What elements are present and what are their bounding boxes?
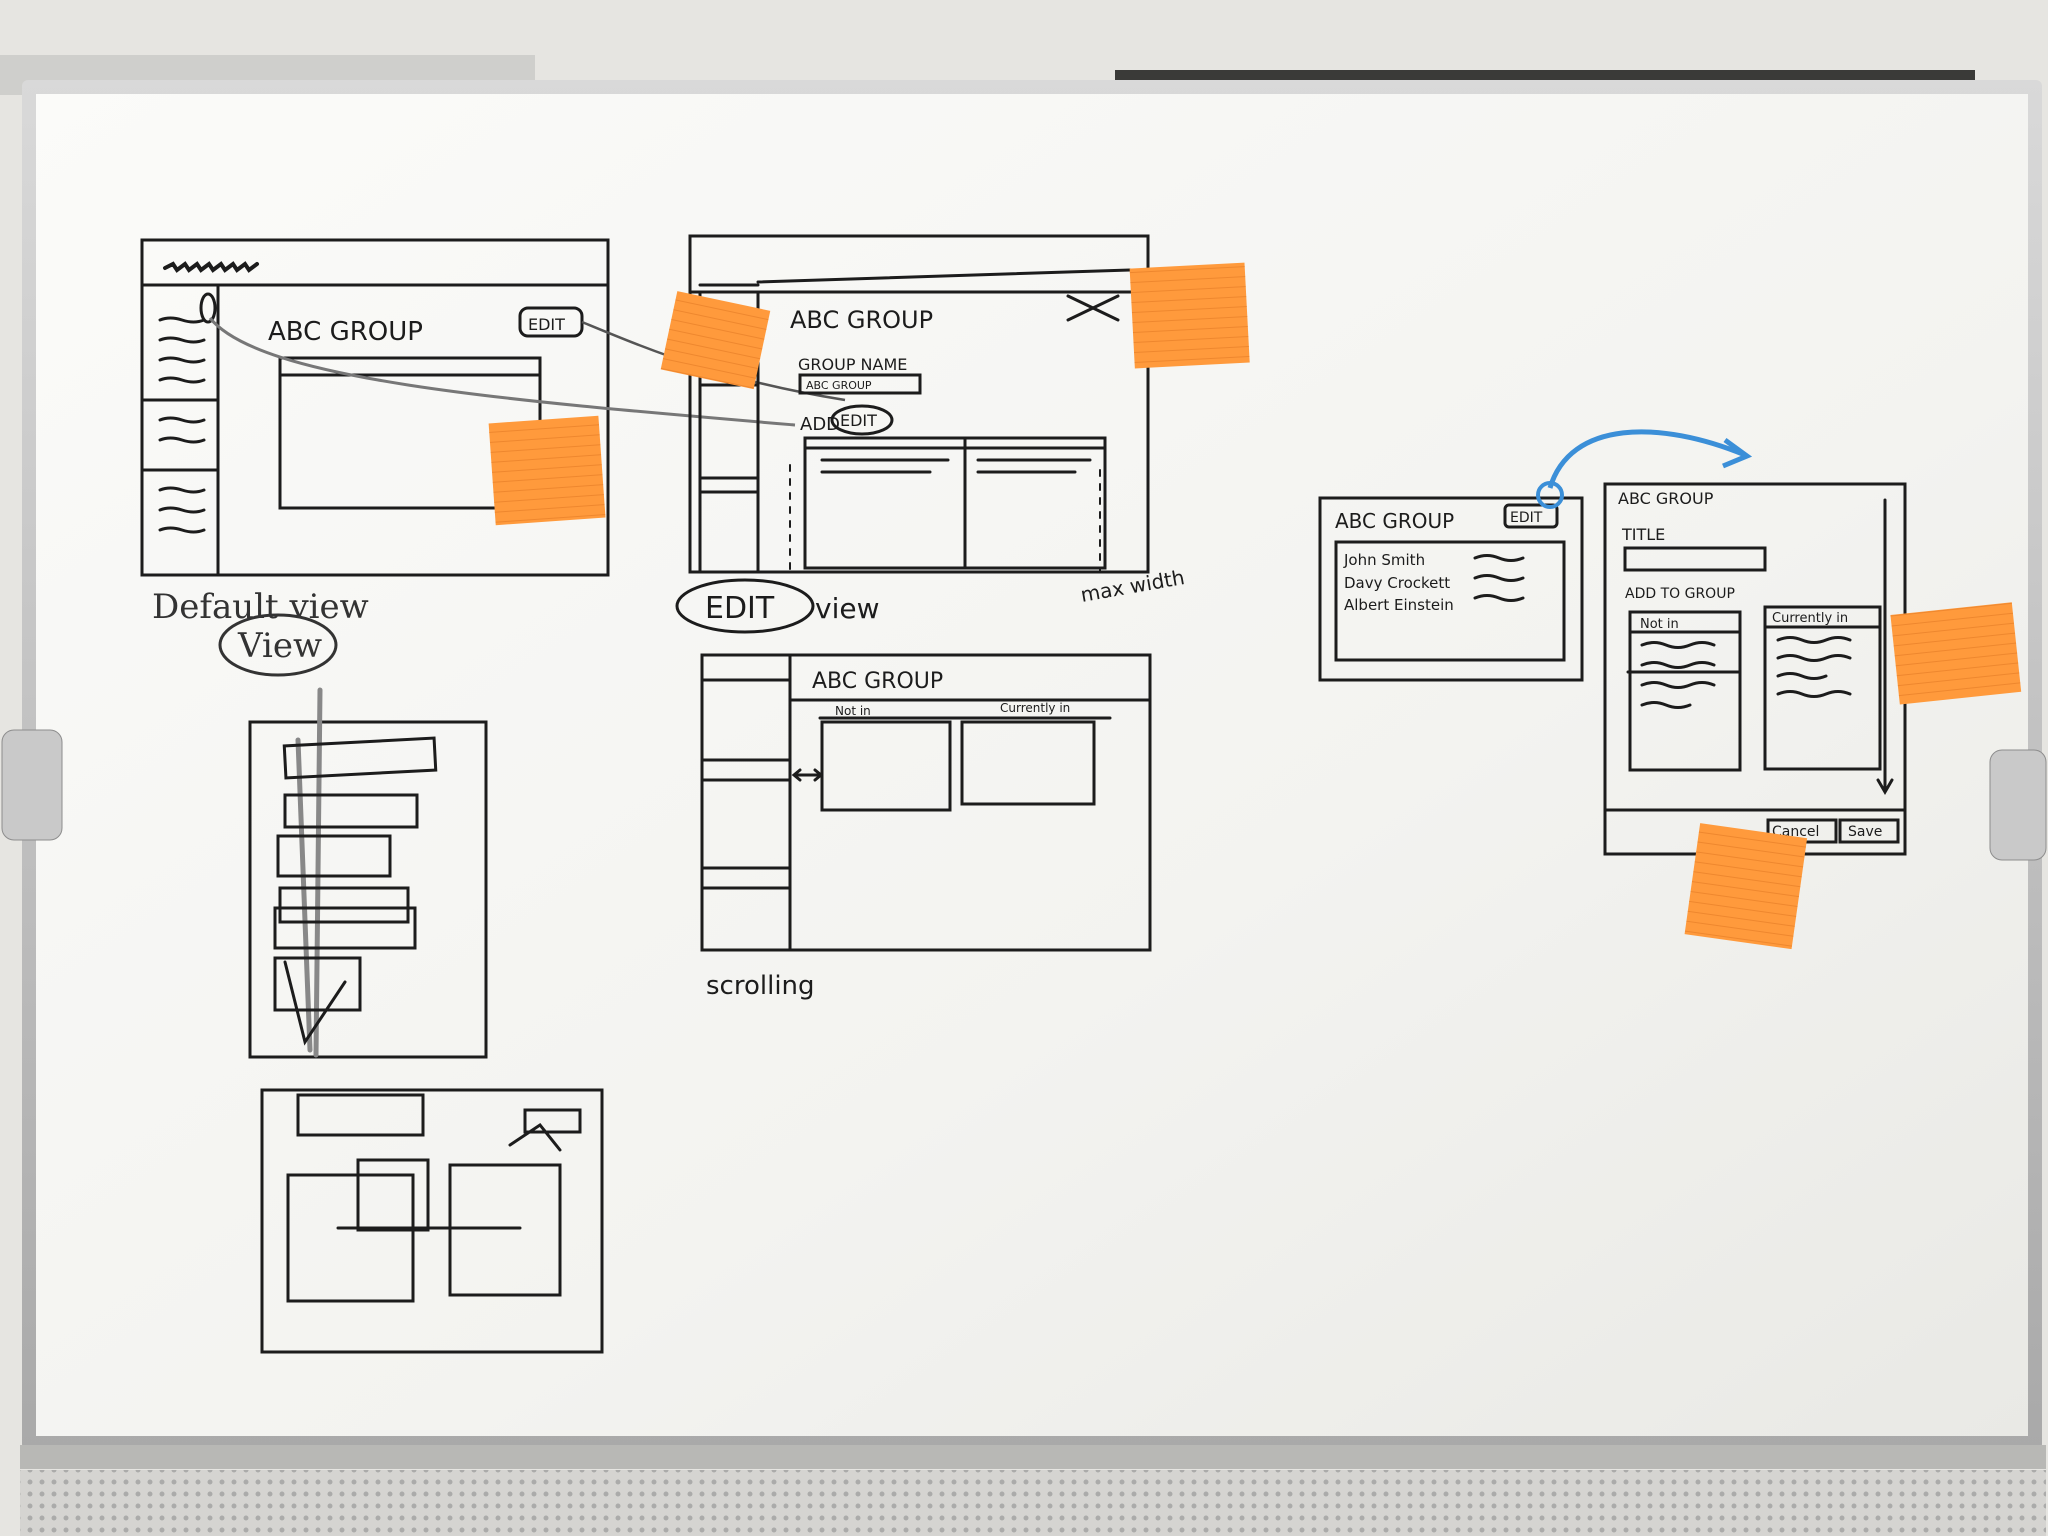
sticky-note-2	[488, 415, 606, 526]
clamp-right	[1989, 749, 2047, 861]
sticky-note-1	[660, 291, 771, 390]
edit-caption-circle	[675, 578, 815, 634]
member-name-1: John Smith	[1343, 551, 1425, 569]
marker-tray	[20, 1445, 2046, 1469]
blue-circle-mark	[1536, 481, 1564, 509]
sketch4-title: ABC GROUP	[1335, 509, 1454, 533]
sketch1-title: ABC GROUP	[268, 317, 423, 347]
sketch2-edit-button: EDIT	[840, 411, 877, 430]
whiteboard-surface	[36, 94, 2028, 1436]
sketch5-title: ABC GROUP	[1618, 489, 1714, 508]
member-name-3: Albert Einstein	[1344, 596, 1454, 614]
sketch1-edit-button: EDIT	[528, 315, 565, 334]
sketch2-group-name-value: ABC GROUP	[806, 379, 872, 392]
sketch5-add-to-group: ADD TO GROUP	[1625, 586, 1735, 602]
sketch5-title-label: TITLE	[1621, 525, 1665, 544]
sketch4-edit-button: EDIT	[1510, 510, 1543, 526]
clamp-left	[1, 729, 63, 841]
sketch3-col-currently-in: Currently in	[1000, 701, 1070, 715]
view-caption-2: view	[815, 592, 879, 625]
sketch2-group-name-label: GROUP NAME	[798, 355, 907, 374]
sketch-card-panels	[260, 1088, 604, 1354]
view-circle	[218, 613, 338, 677]
sketch3-title: ABC GROUP	[812, 669, 943, 694]
sketch5-col-currently-in: Currently in	[1772, 611, 1848, 626]
edit-caption: EDIT	[705, 591, 775, 626]
sticky-note-3	[1129, 262, 1250, 369]
view-caption: View	[237, 626, 322, 666]
sketch5-save-button: Save	[1848, 824, 1882, 840]
default-view-caption: Default view	[152, 587, 369, 627]
blue-arrowhead	[1722, 437, 1753, 469]
sketch5-col-not-in: Not in	[1640, 617, 1679, 632]
sketch-group-list	[1318, 496, 1584, 682]
connector-line-1	[208, 317, 796, 427]
sketch2-add-label: ADD	[800, 414, 840, 435]
sketch-card-list	[248, 687, 488, 1059]
sketch2-title: ABC GROUP	[790, 306, 933, 334]
blue-arrow	[1547, 429, 1746, 489]
sketch3-col-not-in: Not in	[835, 704, 871, 718]
member-name-2: Davy Crockett	[1344, 574, 1450, 592]
sketch-scrolling	[700, 653, 1152, 952]
scrolling-caption: scrolling	[706, 971, 815, 1001]
sticky-note-5	[1684, 823, 1808, 950]
sticky-note-4	[1890, 602, 2022, 705]
